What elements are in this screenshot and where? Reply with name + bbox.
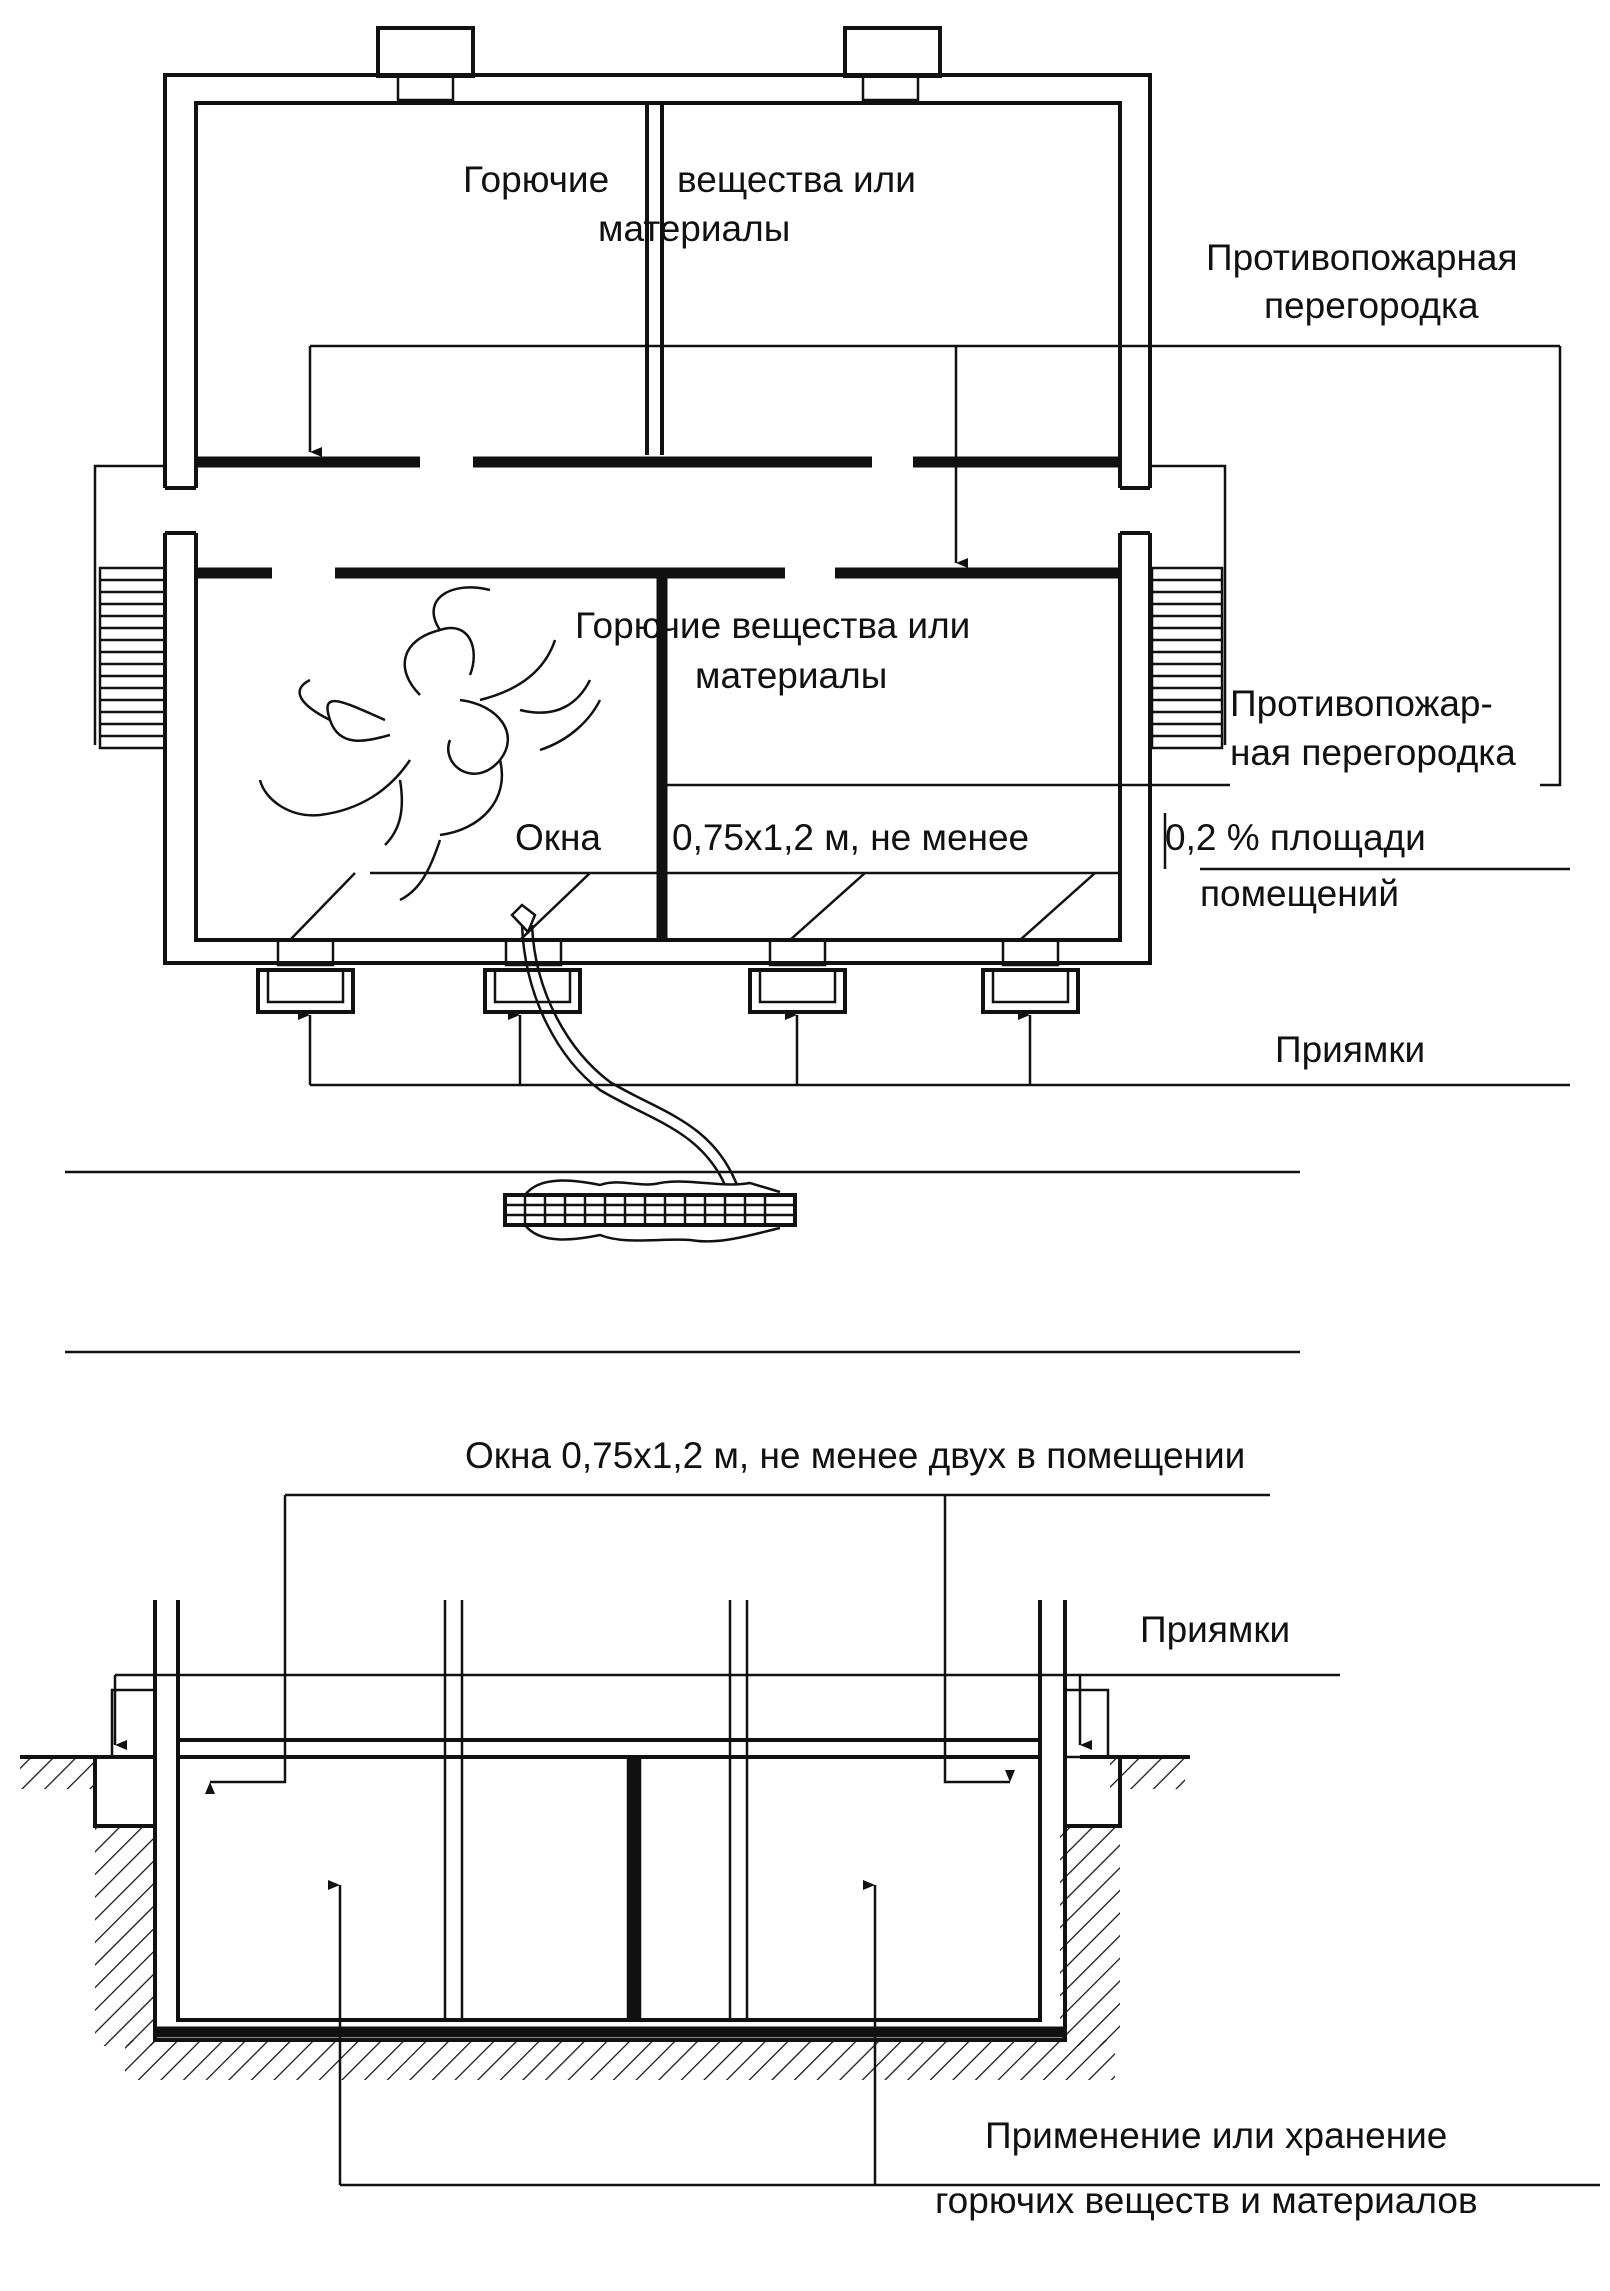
fire-swirl-icon	[258, 586, 602, 902]
usage-label-line2: горючих веществ и материалов	[935, 2180, 1478, 2221]
windows-label-size: 0,75x1,2 м, не менее	[672, 817, 1029, 858]
room-top-label-line1: Горючие	[463, 159, 609, 200]
stairs-left	[98, 566, 167, 750]
section-leaders	[113, 1495, 1600, 2187]
roof-chimneys	[376, 26, 942, 102]
hose-line	[510, 903, 739, 1186]
section-pits	[93, 1688, 1122, 1828]
firewall-label-1-line1: Противопожарная	[1206, 237, 1518, 278]
road-lines	[65, 1170, 1300, 1354]
room-top-label-line3: материалы	[598, 208, 790, 249]
section-view: Окна 0,75x1,2 м, не менее двух в помещен…	[20, 1435, 1600, 2221]
window-light-lines	[289, 871, 1120, 941]
plan-leaders	[298, 344, 1570, 1087]
pump-unit	[503, 1179, 797, 1243]
basement-walls	[153, 1600, 1067, 2042]
lower-block-walls	[163, 531, 1152, 965]
firewall-label-2-line1: Противопожар-	[1230, 683, 1493, 724]
room-bottom-label-line1: Горючие вещества или	[575, 605, 970, 646]
room-bottom-label-line2: материалы	[695, 655, 887, 696]
section-pits-label: Приямки	[1140, 1609, 1290, 1650]
section-windows-label: Окна 0,75x1,2 м, не менее двух в помещен…	[465, 1435, 1245, 1476]
windows-label-rooms: помещений	[1200, 873, 1399, 914]
firewall-label-2-line2: ная перегородка	[1230, 732, 1516, 773]
upper-block-walls	[163, 73, 1152, 490]
plan-view: Горючие вещества или материалы Противопо…	[65, 26, 1570, 1354]
pits-label-plan: Приямки	[1275, 1029, 1425, 1070]
windows-label-percent: 0,2 % площади	[1165, 817, 1426, 858]
ground-surface	[20, 1755, 1190, 2080]
firewall-label-1-line2: перегородка	[1264, 285, 1479, 326]
windows-label-word: Окна	[515, 817, 601, 858]
window-pits	[256, 938, 1080, 1014]
room-top-label-line2: вещества или	[677, 159, 916, 200]
usage-label-line1: Применение или хранение	[985, 2115, 1447, 2156]
corridor-side-lines	[93, 464, 1227, 745]
stairs-right	[1150, 566, 1224, 750]
basement-columns	[443, 1600, 749, 2020]
